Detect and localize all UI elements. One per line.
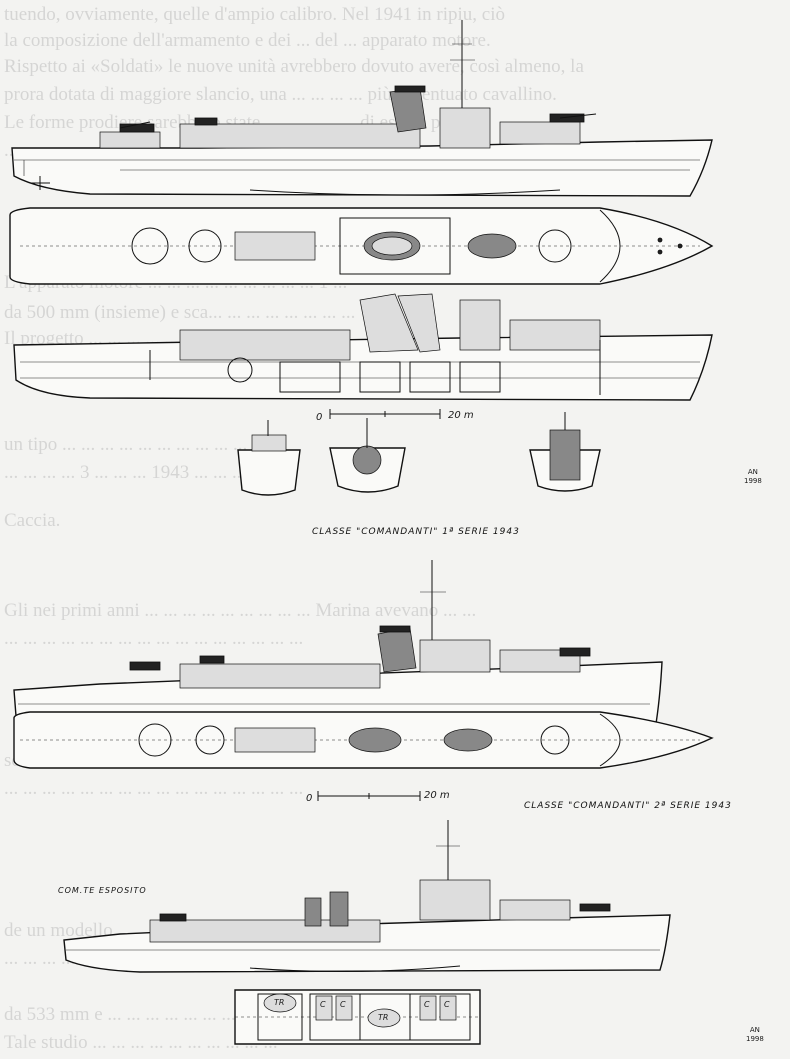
- class2-caption: CLASSE "COMANDANTI" 2ª SERIE 1943: [524, 801, 732, 811]
- ship1-plan: [9, 207, 714, 285]
- esposito-caption: COM.TE ESPOSITO: [58, 886, 147, 895]
- scale-bar-2: [317, 791, 421, 801]
- scale2-end: 20 m: [424, 790, 450, 801]
- signature-1: AN 1998: [744, 468, 762, 485]
- scale1-zero: 0: [316, 412, 323, 423]
- class1-caption: CLASSE "COMANDANTI" 1ª SERIE 1943: [312, 527, 520, 537]
- background-text-line: Gli nei primi anni ... ... ... ... ... .…: [4, 600, 477, 621]
- scale-bar-1: [329, 409, 441, 419]
- background-text-line: ... ... ... ... ... ... ... ... ... ... …: [4, 778, 304, 799]
- compartment-tr-2: TR: [378, 1013, 389, 1022]
- background-text-line: Tale studio ... ... ... ... ... ... ... …: [4, 1032, 278, 1053]
- ship1-profile: [11, 20, 713, 197]
- compartment-c-3: C: [424, 1000, 430, 1009]
- background-text-line: Caccia.: [4, 510, 61, 531]
- ship1-section: [13, 293, 713, 401]
- scale2-zero: 0: [306, 793, 313, 804]
- background-text-line: da 500 mm (insieme) e sca... ... ... ...…: [4, 302, 356, 323]
- ship3-profile: [63, 820, 671, 973]
- cross-sections: [237, 412, 601, 496]
- compartment-c-1: C: [320, 1000, 326, 1009]
- compartment-tr-1: TR: [274, 998, 285, 1007]
- compartment-c-4: C: [444, 1000, 450, 1009]
- compartment-c-2: C: [340, 1000, 346, 1009]
- ship2-profile: [13, 560, 663, 731]
- bottom-compartments: [234, 989, 481, 1045]
- scale1-end: 20 m: [448, 410, 474, 421]
- background-text-line: prora dotata di maggiore slancio, una ..…: [4, 84, 557, 105]
- signature-2: AN 1998: [746, 1026, 764, 1043]
- background-text-line: la composizione dell'armamento e dei ...…: [4, 30, 491, 51]
- background-text-line: ... ... ... ... ... ... ... ... ... ... …: [4, 628, 304, 649]
- background-text-line: Rispetto ai «Soldati» le nuove unità avr…: [4, 56, 584, 77]
- background-text-line: tuendo, ovviamente, quelle d'ampio calib…: [4, 4, 505, 25]
- ship2-plan: [13, 711, 714, 769]
